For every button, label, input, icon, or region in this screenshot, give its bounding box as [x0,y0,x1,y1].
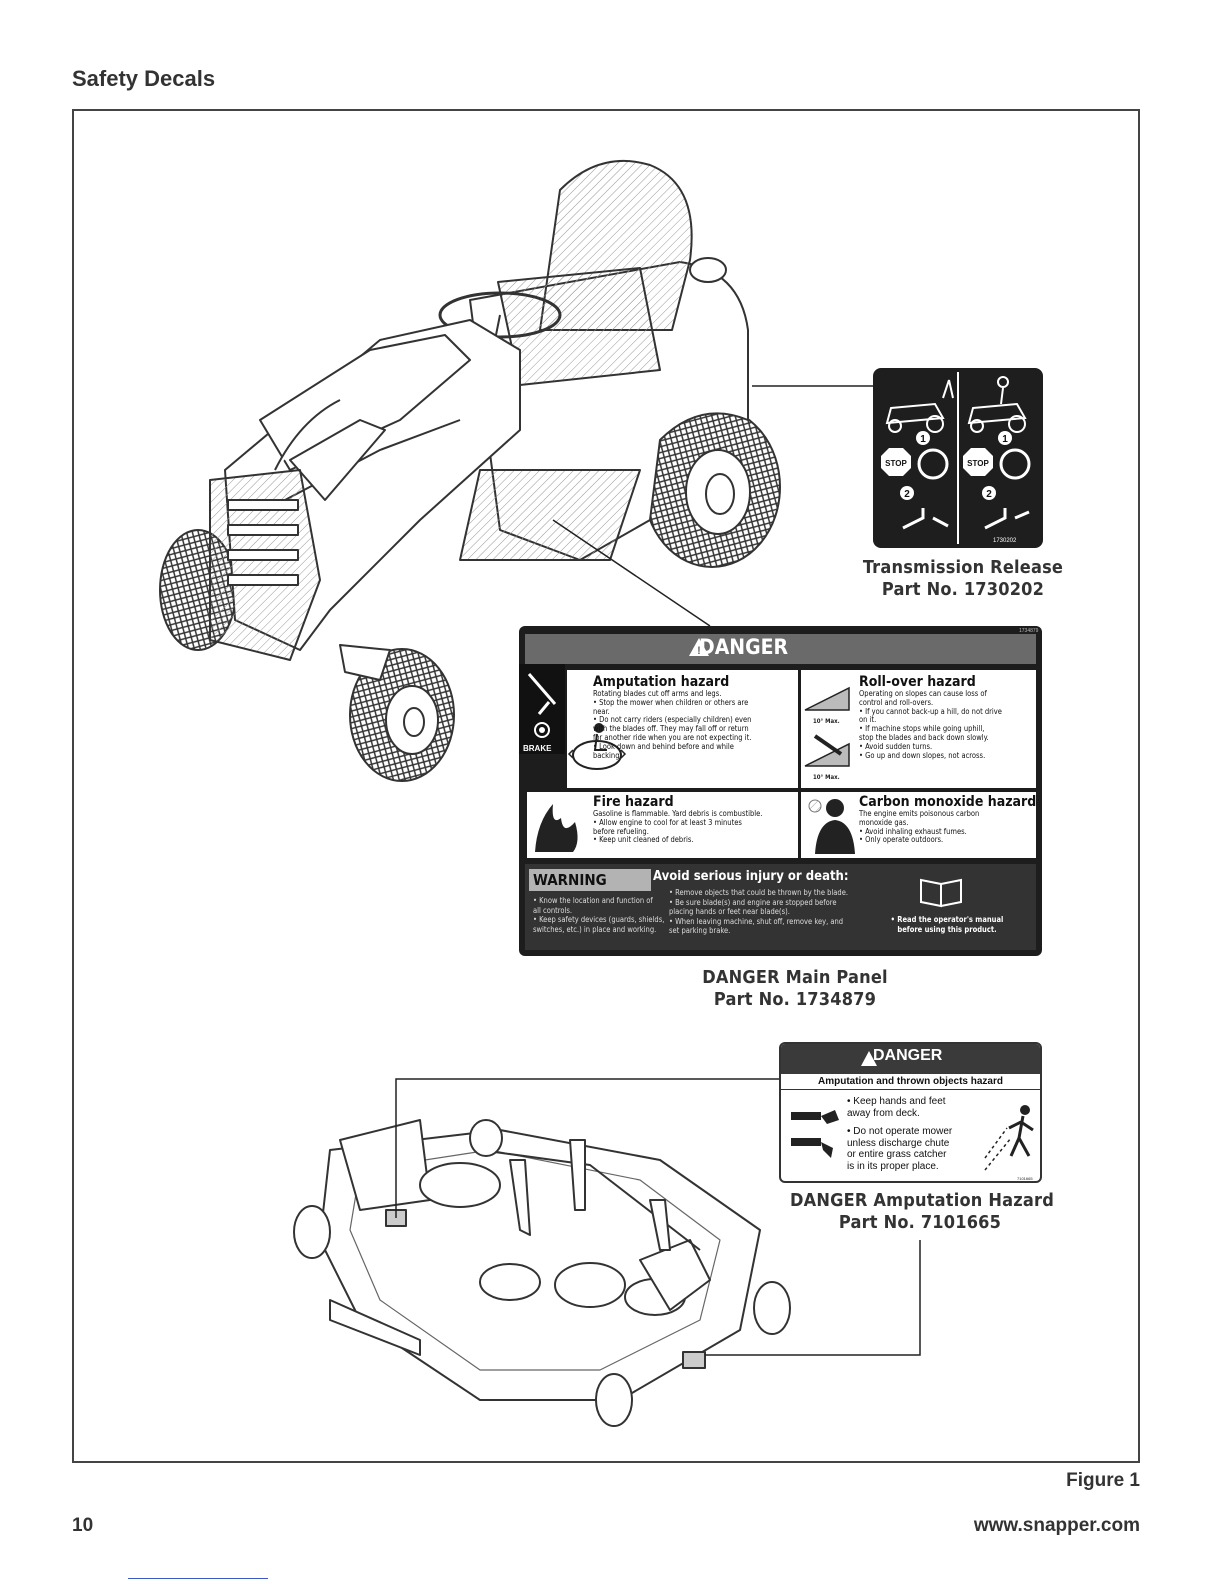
warning-column-2: • Remove objects that could be thrown by… [669,888,849,935]
danger-amputation-caption: DANGER Amputation Hazard Part No. 710166… [790,1190,1054,1234]
svg-text:!: ! [697,645,701,657]
page-title: Safety Decals [72,66,216,91]
fire-hazard-text: Gasoline is flammable. Yard debris is co… [593,809,763,845]
carbon-monoxide-text: The engine emits poisonous carbon monoxi… [859,809,980,845]
slope-limit-label-2: 10° Max. [813,774,840,781]
decal-part-number: Part No. 1734879 [713,989,877,1010]
website-url: www.snapper.com [973,1515,1140,1536]
tractor-illustration [159,159,781,782]
discharge-chute-text: • Do not operate mower unless discharge … [847,1126,953,1172]
bottom-rule [128,1578,268,1579]
step-2-number: 2 [904,489,910,500]
brake-sidebar: BRAKE [519,664,565,754]
rollover-hazard-title: Roll-over hazard [859,674,976,690]
brake-pedal-icon [527,673,557,738]
decal-name: Transmission Release [862,557,1064,578]
thrown-objects-icon [984,1105,1034,1171]
rollover-hazard-text: Operating on slopes can cause loss of co… [859,689,1002,760]
decal-name: DANGER Amputation Hazard [790,1190,1054,1211]
amputation-subtitle: Amputation and thrown objects hazard [781,1074,1040,1090]
step-1-number: 1 [920,434,926,445]
mower-deck-illustration [293,1119,791,1427]
decal-name: DANGER Main Panel [702,967,888,988]
brake-label: BRAKE [523,744,552,753]
danger-header-bar: ! 1734879 [525,628,1039,664]
decal-part-number: Part No. 1730202 [881,579,1045,600]
rollover-hazard-cell: 10° Max. 10° Max. Roll-over hazard Opera… [801,670,1036,788]
amputation-hazard-title: Amputation hazard [593,674,730,690]
rollover-slope-icon [804,686,850,767]
danger-main-panel-decal: ! 1734879 DANGER BRAKE Amputation hazard… [519,626,1042,956]
carbon-monoxide-hazard-cell: Carbon monoxide hazard The engine emits … [801,792,1036,858]
mower-rider-icon [567,723,627,770]
fire-hazard-title: Fire hazard [593,794,674,810]
danger-main-panel-caption: DANGER Main Panel Part No. 1734879 [675,967,915,1011]
manual-note: • Read the operator's manual before usin… [890,915,1004,934]
stop-sign-label-right: STOP [967,459,989,468]
flame-icon [535,804,578,852]
transmission-release-pictograms: 1 1 STOP STOP 2 2 1730202 [881,372,1031,544]
transmission-release-decal: 1 1 STOP STOP 2 2 1730202 [873,368,1043,548]
decal-code: 1730202 [993,538,1017,544]
decal-code: 1734879 [1019,628,1039,634]
fire-hazard-cell: Fire hazard Gasoline is flammable. Yard … [527,792,798,858]
exhaust-fumes-icon [808,799,855,854]
danger-amputation-decal: DANGER Amputation and thrown objects haz… [779,1042,1042,1183]
warning-column-1: • Know the location and function of all … [533,896,665,934]
figure-frame [72,109,1140,1463]
stop-sign-label: STOP [885,459,907,468]
operators-manual-icon [920,878,962,908]
warning-label: WARNING [529,869,651,891]
slope-limit-label: 10° Max. [813,718,840,725]
decal-code: 7101665 [1017,1176,1033,1181]
carbon-monoxide-title: Carbon monoxide hazard [859,794,1036,810]
hand-foot-blade-icon [791,1110,839,1158]
amputation-hazard-cell: Amputation hazard Rotating blades cut of… [567,670,798,788]
warning-title: Avoid serious injury or death: [653,869,849,884]
step-2-number-right: 2 [986,489,992,500]
step-1-number-right: 1 [1002,434,1008,445]
decal-part-number: Part No. 7101665 [838,1212,1002,1233]
danger-label: DANGER [873,1047,943,1064]
leader-lines [395,385,921,1356]
keep-hands-text: • Keep hands and feet away from deck. [847,1096,946,1119]
page-number: 10 [72,1515,94,1536]
amputation-hazard-text: Rotating blades cut off arms and legs. •… [593,689,752,760]
transmission-release-caption: Transmission Release Part No. 1730202 [858,557,1068,601]
danger-label: DANGER [699,635,789,659]
figure-label: Figure 1 [1066,1470,1140,1491]
danger-header-bar [781,1044,1040,1074]
